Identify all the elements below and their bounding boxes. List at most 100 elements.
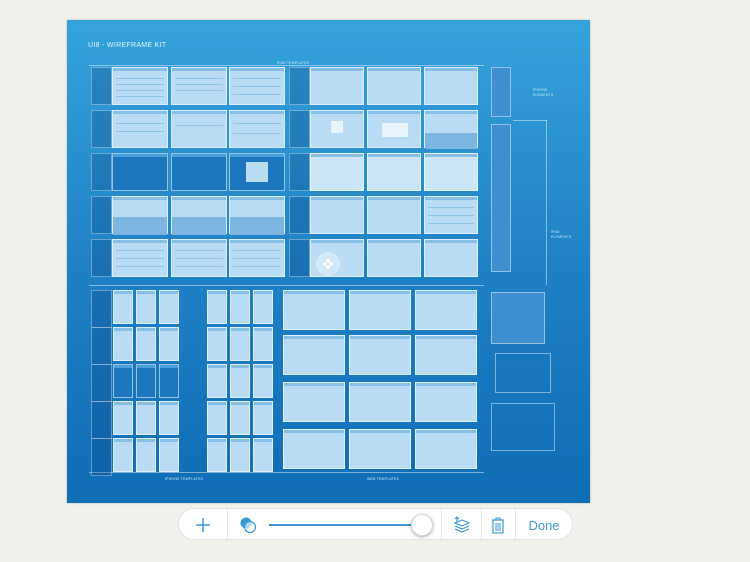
opacity-slider-thumb[interactable] — [411, 514, 433, 536]
template-thumbnail[interactable] — [230, 364, 250, 398]
delete-button[interactable] — [485, 509, 511, 541]
row-label — [91, 438, 112, 476]
template-thumbnail[interactable] — [310, 67, 364, 105]
toolbar-divider — [515, 509, 516, 541]
template-thumbnail[interactable] — [367, 110, 421, 148]
template-thumbnail[interactable] — [415, 429, 477, 469]
template-thumbnail[interactable] — [171, 110, 227, 148]
template-thumbnail[interactable] — [230, 438, 250, 472]
template-thumbnail[interactable] — [113, 401, 133, 435]
template-thumbnail[interactable] — [310, 239, 364, 277]
template-thumbnail[interactable] — [253, 401, 273, 435]
template-thumbnail[interactable] — [229, 196, 285, 235]
template-thumbnail[interactable] — [207, 327, 227, 361]
layers-button[interactable] — [447, 509, 477, 541]
template-thumbnail[interactable] — [112, 153, 168, 191]
blend-mode-button[interactable] — [233, 509, 263, 541]
template-thumbnail[interactable] — [112, 239, 168, 277]
template-thumbnail[interactable] — [171, 153, 227, 191]
template-thumbnail[interactable] — [253, 438, 273, 472]
row-label — [289, 153, 310, 191]
template-thumbnail[interactable] — [230, 327, 250, 361]
template-thumbnail[interactable] — [136, 401, 156, 435]
opacity-slider-track[interactable] — [269, 524, 424, 526]
template-thumbnail[interactable] — [207, 401, 227, 435]
frame-bottom — [89, 472, 484, 473]
template-thumbnail[interactable] — [310, 196, 364, 234]
template-thumbnail[interactable] — [310, 153, 364, 191]
template-thumbnail[interactable] — [112, 196, 168, 235]
template-thumbnail[interactable] — [230, 401, 250, 435]
template-thumbnail[interactable] — [367, 239, 421, 277]
template-thumbnail[interactable] — [415, 335, 477, 375]
template-thumbnail[interactable] — [349, 429, 411, 469]
template-thumbnail[interactable] — [112, 110, 168, 148]
template-thumbnail[interactable] — [136, 438, 156, 472]
template-thumbnail[interactable] — [171, 239, 227, 277]
template-thumbnail[interactable] — [207, 438, 227, 472]
template-thumbnail[interactable] — [424, 153, 478, 191]
move-icon[interactable]: ✥ — [316, 252, 340, 276]
template-thumbnail[interactable] — [159, 327, 179, 361]
iphone-elements-panel[interactable] — [491, 67, 511, 117]
ipad-frame-panel[interactable] — [495, 353, 551, 393]
layers-move-icon — [453, 516, 471, 533]
ipad-frame-top — [89, 65, 484, 66]
template-thumbnail[interactable] — [136, 290, 156, 324]
template-thumbnail[interactable] — [424, 239, 478, 277]
template-thumbnail[interactable] — [207, 364, 227, 398]
template-thumbnail[interactable] — [229, 67, 285, 105]
template-thumbnail[interactable] — [171, 196, 227, 235]
template-thumbnail[interactable] — [113, 327, 133, 361]
template-thumbnail[interactable] — [283, 429, 345, 469]
template-thumbnail[interactable] — [159, 290, 179, 324]
template-thumbnail[interactable] — [283, 335, 345, 375]
toolbar-divider — [481, 509, 482, 541]
template-thumbnail[interactable] — [424, 67, 478, 105]
ipad-elements-panel[interactable] — [491, 124, 511, 272]
template-thumbnail[interactable] — [159, 438, 179, 472]
device-frame-panel[interactable] — [491, 403, 555, 451]
template-thumbnail[interactable] — [367, 67, 421, 105]
template-thumbnail[interactable] — [253, 290, 273, 324]
template-thumbnail[interactable] — [159, 401, 179, 435]
add-button[interactable] — [187, 509, 219, 541]
template-thumbnail[interactable] — [415, 290, 477, 330]
template-thumbnail[interactable] — [113, 364, 133, 398]
web-templates-label: WEB TEMPLATES — [367, 477, 400, 481]
section-divider — [89, 285, 484, 286]
template-thumbnail[interactable] — [136, 327, 156, 361]
template-thumbnail[interactable] — [367, 196, 421, 234]
template-thumbnail[interactable] — [113, 438, 133, 472]
template-thumbnail[interactable] — [112, 67, 168, 105]
template-thumbnail[interactable] — [171, 67, 227, 105]
row-label — [289, 110, 310, 148]
elements-grid-panel[interactable] — [491, 292, 545, 344]
template-thumbnail[interactable] — [229, 153, 285, 191]
template-thumbnail[interactable] — [159, 364, 179, 398]
wireframe-kit-image[interactable]: UI8 - WIREFRAME KIT IPAD TEMPLATES IPHON… — [67, 20, 590, 503]
template-thumbnail[interactable] — [424, 196, 478, 234]
template-thumbnail[interactable] — [349, 382, 411, 422]
template-thumbnail[interactable] — [283, 382, 345, 422]
done-label: Done — [528, 517, 560, 533]
template-thumbnail[interactable] — [283, 290, 345, 330]
template-thumbnail[interactable] — [113, 290, 133, 324]
toolbar-divider — [441, 509, 442, 541]
template-thumbnail[interactable] — [253, 364, 273, 398]
toolbar-divider — [227, 509, 228, 541]
template-thumbnail[interactable] — [424, 110, 478, 149]
template-thumbnail[interactable] — [253, 327, 273, 361]
done-button[interactable]: Done — [519, 509, 569, 541]
template-thumbnail[interactable] — [349, 335, 411, 375]
template-thumbnail[interactable] — [349, 290, 411, 330]
template-thumbnail[interactable] — [415, 382, 477, 422]
iphone-elements-label: IPHONE ELEMENTS — [533, 88, 554, 97]
template-thumbnail[interactable] — [230, 290, 250, 324]
template-thumbnail[interactable] — [310, 110, 364, 148]
template-thumbnail[interactable] — [136, 364, 156, 398]
template-thumbnail[interactable] — [207, 290, 227, 324]
template-thumbnail[interactable] — [367, 153, 421, 191]
template-thumbnail[interactable] — [229, 239, 285, 277]
template-thumbnail[interactable] — [229, 110, 285, 148]
